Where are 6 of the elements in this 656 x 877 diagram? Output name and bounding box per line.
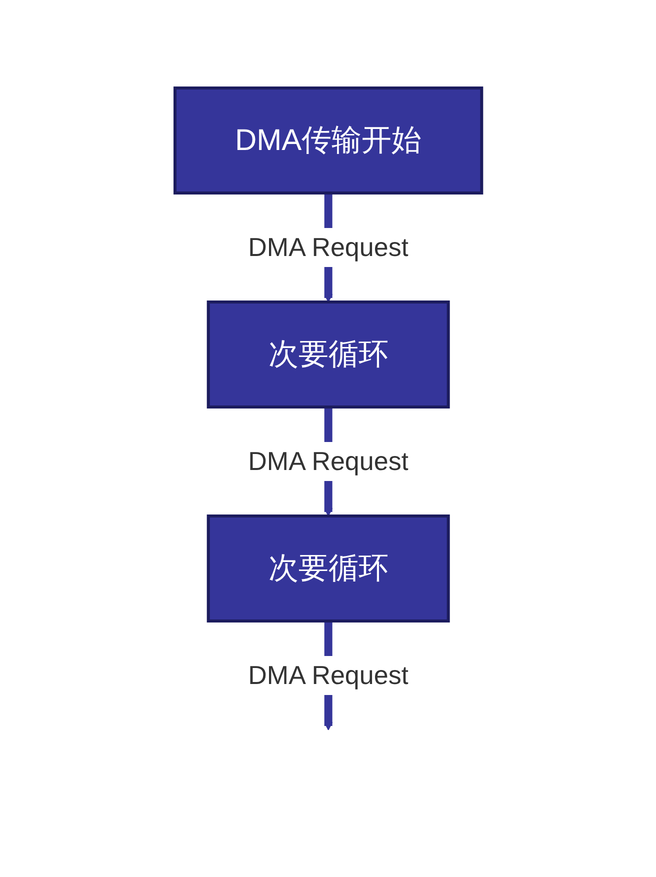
- node-box: 次要循环: [206, 514, 450, 622]
- edge-label: DMA Request: [248, 232, 408, 262]
- edge-label: DMA Request: [248, 446, 408, 476]
- node-box: 次要循环: [206, 300, 450, 408]
- edge-label: DMA Request: [248, 660, 408, 690]
- node-box: DMA传输开始: [173, 86, 483, 194]
